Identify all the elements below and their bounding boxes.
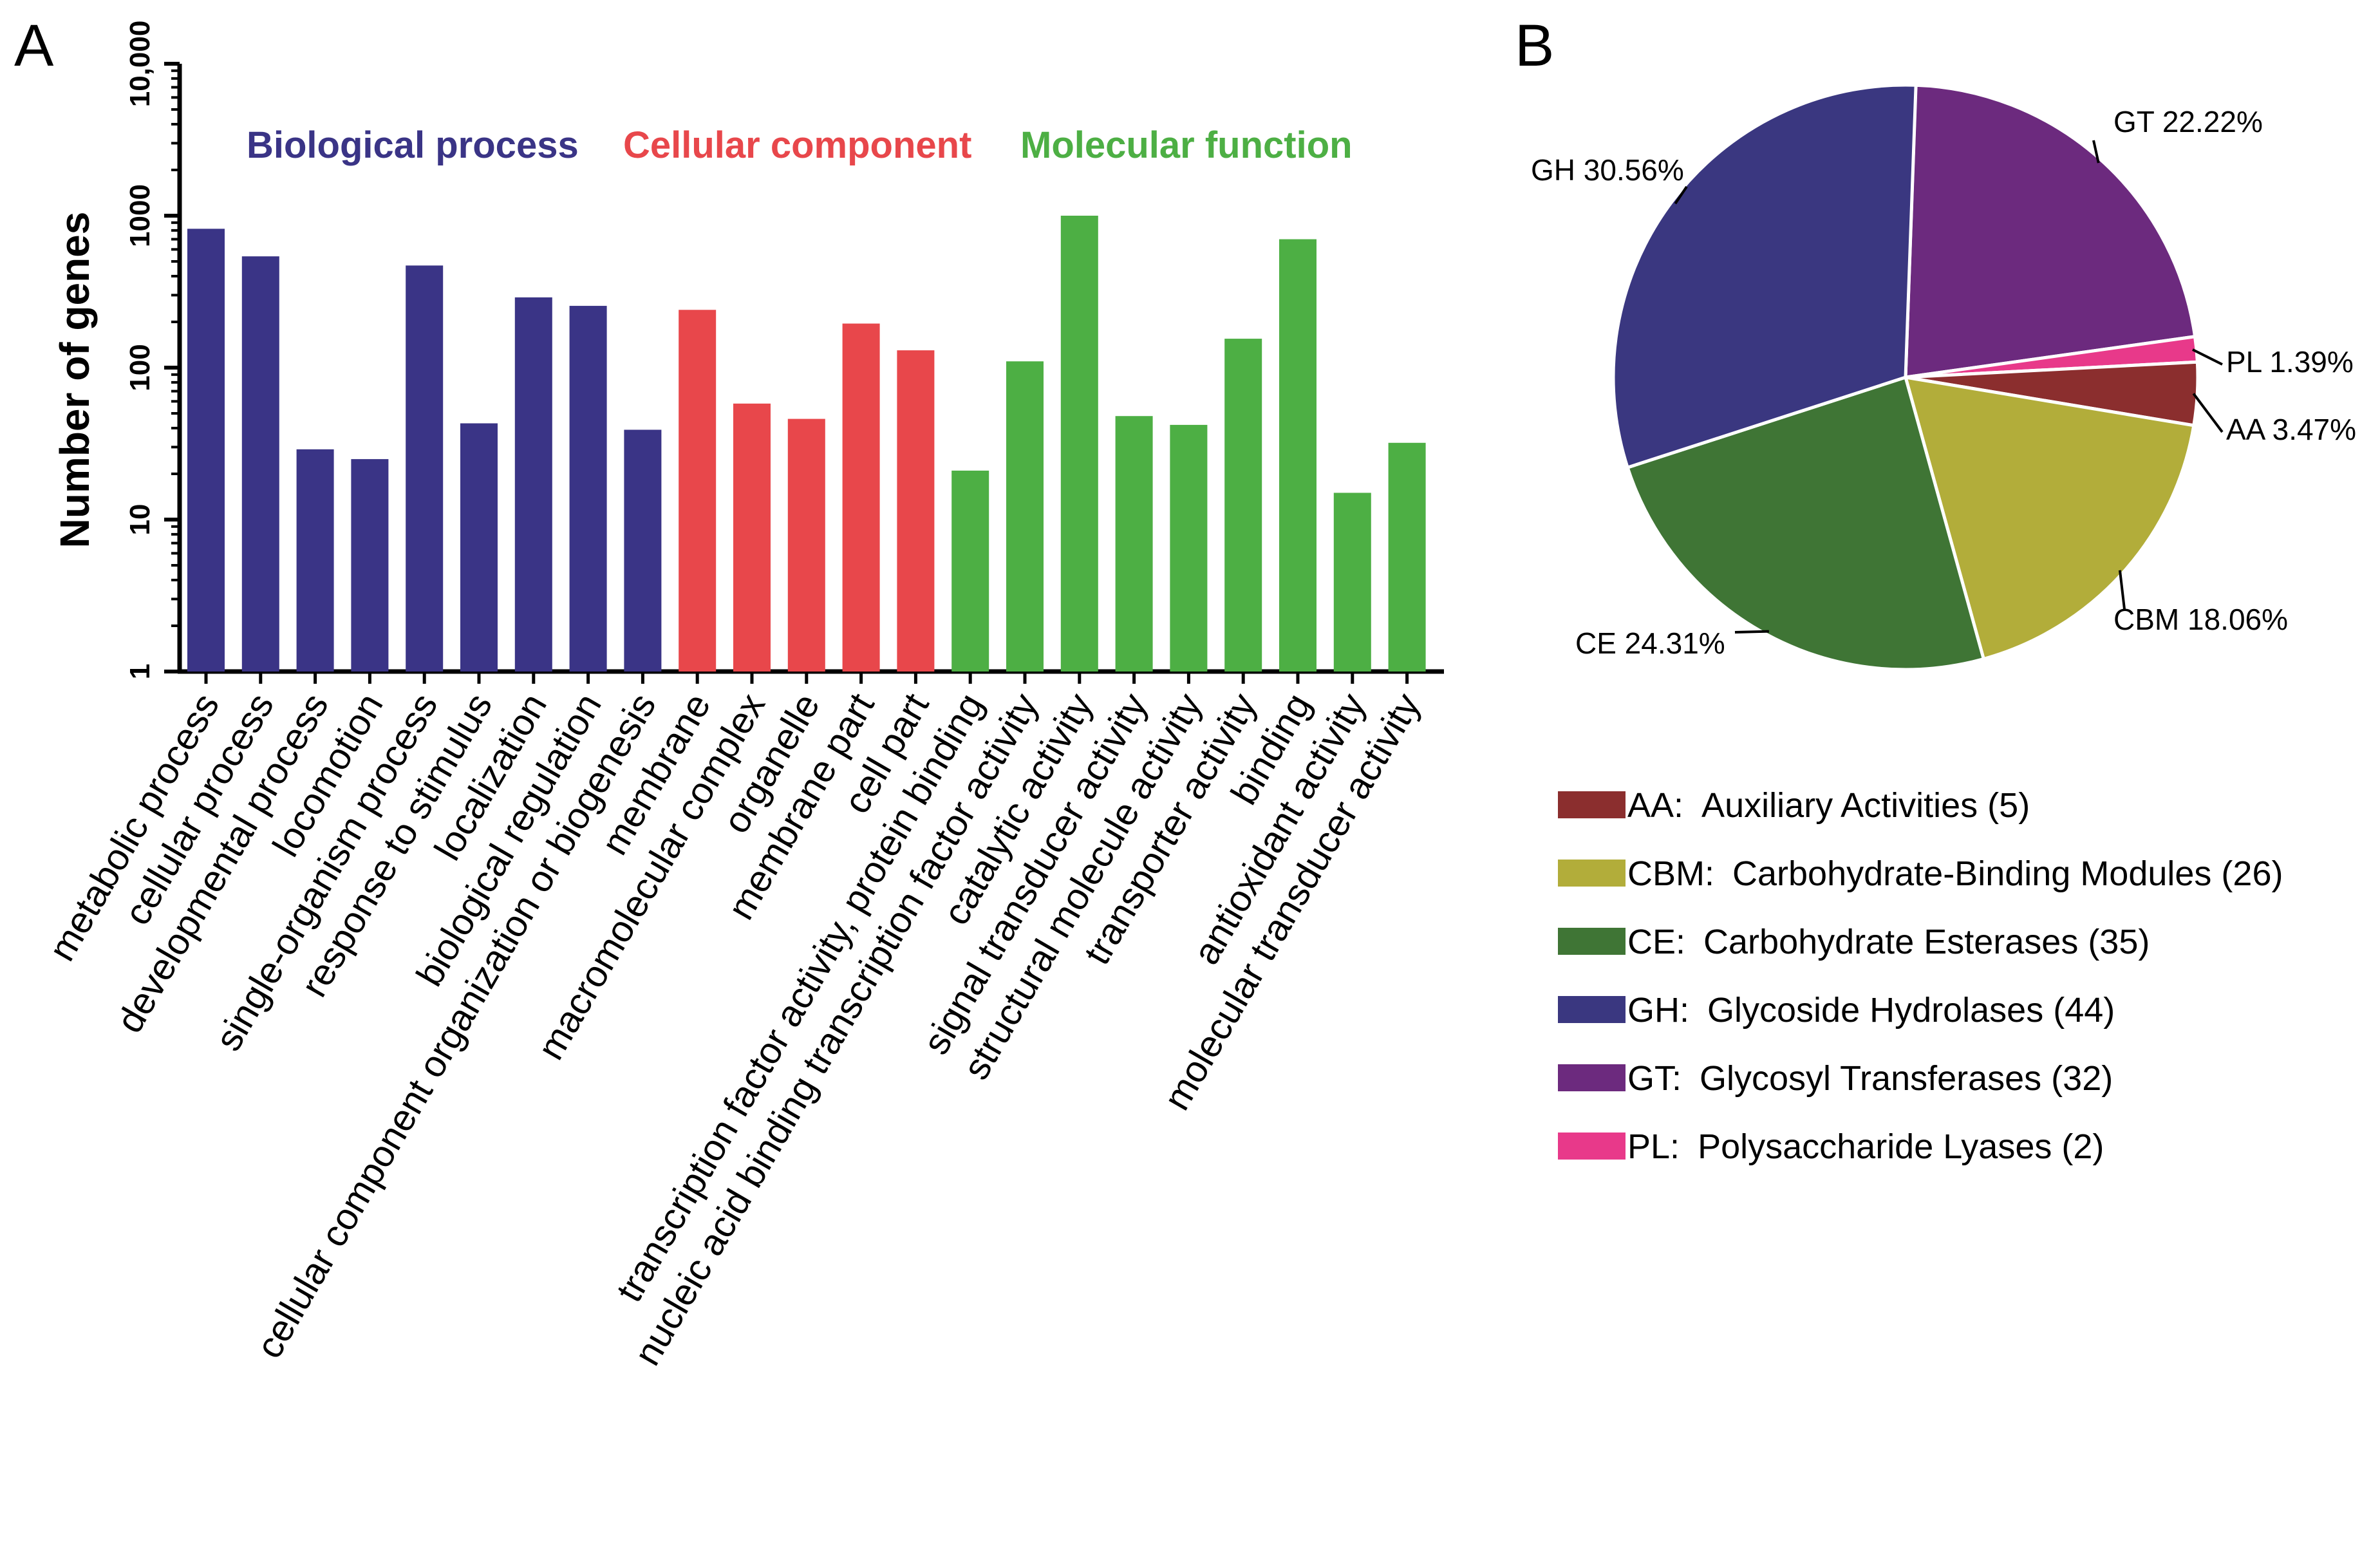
pie-slice-label: CBM 18.06% <box>2113 603 2288 636</box>
legend-abbr: PL: <box>1627 1127 1680 1166</box>
pie-leader-line <box>2192 348 2223 366</box>
legend-abbr: CE: <box>1627 923 1685 961</box>
bar <box>1279 239 1316 672</box>
legend-abbr: GT: <box>1627 1059 1682 1098</box>
y-tick-label: 10,000 <box>124 21 156 108</box>
pie-slice-labels: GT 22.22% PL 1.39% AA 3.47% CBM 18.06% CE 24… <box>1531 105 2356 660</box>
pie-leader-line <box>2118 570 2126 610</box>
bar <box>1060 216 1098 672</box>
bar <box>1333 493 1371 672</box>
pie-chart-panel: B GT 22.22% PL 1.39% AA 3.47% CBM 18.06% CE … <box>1515 13 2356 1166</box>
pie-slice-label: GH 30.56% <box>1531 153 1684 187</box>
pie-slice-label: PL 1.39% <box>2226 345 2354 379</box>
bar <box>787 418 825 672</box>
bar <box>406 265 444 672</box>
y-tick-label: 10 <box>124 504 156 536</box>
legend-text: Carbohydrate Esterases (35) <box>1703 923 2150 961</box>
y-tick-label: 1000 <box>124 184 156 247</box>
bar <box>569 306 607 672</box>
bar <box>842 323 880 672</box>
group-label-biological-process: Biological process <box>247 124 579 166</box>
pie-slices <box>1611 83 2200 672</box>
legend-swatch <box>1558 791 1626 818</box>
y-axis-ticks: 1 10 100 1000 10,000 <box>124 21 180 679</box>
legend-swatch <box>1558 1064 1626 1091</box>
pie-slice-gh <box>1611 83 1918 470</box>
pie-slice-ce <box>1626 375 1986 672</box>
legend-swatch <box>1558 928 1626 955</box>
legend-abbr: AA: <box>1627 786 1683 825</box>
group-label-cellular-component: Cellular component <box>623 124 971 166</box>
bar <box>1170 424 1208 672</box>
legend-text: Polysaccharide Lyases (2) <box>1698 1127 2104 1166</box>
pie-slice-gt <box>1904 83 2197 379</box>
bar <box>897 350 935 672</box>
legend-text: Glycoside Hydrolases (44) <box>1707 991 2115 1029</box>
bar <box>624 429 662 672</box>
legend-text: Auxiliary Activities (5) <box>1701 786 2030 825</box>
bar <box>241 256 279 672</box>
bar <box>679 310 717 672</box>
legend-abbr: CBM: <box>1627 854 1714 893</box>
legend-abbr: GH: <box>1627 991 1689 1029</box>
bar <box>1115 416 1153 672</box>
pie-legend: AA: Auxiliary Activities (5) CBM: Carbohydr… <box>1558 786 2283 1166</box>
bar <box>460 423 498 672</box>
group-label-molecular-function: Molecular function <box>1020 124 1353 166</box>
bar <box>514 297 552 672</box>
bar <box>187 229 225 672</box>
bar-series <box>187 216 1426 672</box>
legend-swatch <box>1558 996 1626 1023</box>
legend-swatch <box>1558 1133 1626 1160</box>
bar <box>733 403 771 672</box>
panel-label-b: B <box>1515 13 1554 79</box>
pie-leader-line <box>2092 140 2100 164</box>
bar <box>351 459 389 672</box>
legend-text: Carbohydrate-Binding Modules (26) <box>1732 854 2283 893</box>
pie-slice-label: CE 24.31% <box>1575 626 1725 660</box>
legend-text: Glycosyl Transferases (32) <box>1700 1059 2113 1098</box>
bar <box>1388 442 1426 672</box>
bar <box>1224 339 1262 672</box>
pie-leader-line <box>2192 393 2224 433</box>
pie-slice-label: AA 3.47% <box>2226 413 2356 446</box>
pie-slice-label: GT 22.22% <box>2113 105 2263 138</box>
y-tick-label: 1 <box>124 664 156 679</box>
legend-swatch <box>1558 860 1626 887</box>
bar <box>951 470 989 672</box>
bar-chart-panel: A Number of genes 1 10 100 1000 10,000 Biolo… <box>14 13 1444 1372</box>
pie-slice-cbm <box>1903 375 2196 661</box>
pie-leader-line <box>1674 185 1688 205</box>
bar <box>1006 361 1044 672</box>
panel-label-a: A <box>14 13 54 79</box>
bar <box>296 449 334 672</box>
y-axis-title: Number of genes <box>52 212 98 549</box>
y-tick-label: 100 <box>124 344 156 391</box>
